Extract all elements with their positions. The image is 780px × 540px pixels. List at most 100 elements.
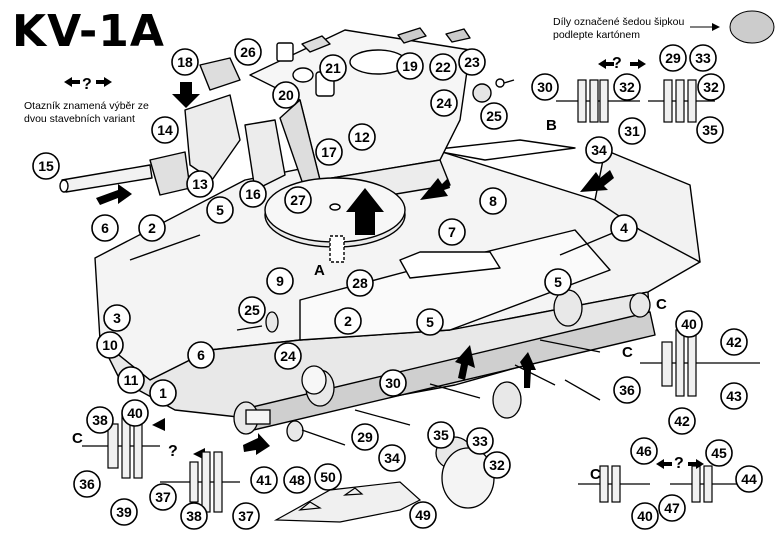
part-number-label: 36 — [79, 476, 95, 492]
part-callout-30: 30 — [531, 73, 559, 101]
part-callout-circle — [171, 48, 199, 76]
part-number-label: 42 — [726, 334, 742, 350]
part-number-label: 13 — [192, 176, 208, 192]
part-number-label: 5 — [216, 202, 224, 218]
part-callout-circle — [479, 187, 507, 215]
part-callout-47: 47 — [658, 494, 686, 522]
part-callout-29: 29 — [351, 423, 379, 451]
part-number-label: 7 — [448, 224, 456, 240]
part-callout-41: 41 — [250, 466, 278, 494]
part-callout-19: 19 — [396, 52, 424, 80]
part-callout-circle — [659, 44, 687, 72]
part-callout-circle — [351, 423, 379, 451]
part-callout-circle — [675, 310, 703, 338]
part-callout-circle — [149, 379, 177, 407]
part-callout-circle — [585, 136, 613, 164]
part-callout-circle — [250, 466, 278, 494]
part-callout-circle — [315, 138, 343, 166]
part-number-label: 1 — [159, 385, 167, 401]
part-callout-circle — [180, 502, 208, 530]
part-number-label: 33 — [472, 433, 488, 449]
part-callout-23: 23 — [458, 48, 486, 76]
part-callout-24: 24 — [430, 89, 458, 117]
part-number-label: 38 — [92, 412, 108, 428]
part-number-label: 24 — [280, 348, 296, 364]
part-callout-circle — [466, 427, 494, 455]
part-number-label: 15 — [38, 158, 54, 174]
part-number-label: 46 — [636, 443, 652, 459]
part-callout-circle — [272, 81, 300, 109]
part-callout-15: 15 — [32, 152, 60, 180]
part-callout-34: 34 — [378, 444, 406, 472]
part-callout-circle — [720, 382, 748, 410]
grey-arrow-note-line2: podlepte kartónem — [553, 29, 640, 41]
part-callout-circle — [430, 89, 458, 117]
model-title: KV-1A — [12, 6, 165, 57]
part-callout-10: 10 — [96, 331, 124, 359]
part-callout-circle — [91, 214, 119, 242]
part-callout-49: 49 — [409, 501, 437, 529]
section-label-C: C — [656, 296, 667, 313]
part-number-label: 32 — [619, 79, 635, 95]
part-callout-circle — [409, 501, 437, 529]
part-callout-22: 22 — [429, 53, 457, 81]
part-callout-circle — [416, 308, 444, 336]
part-callout-40: 40 — [121, 399, 149, 427]
part-callout-17: 17 — [315, 138, 343, 166]
part-callout-circle — [544, 268, 572, 296]
part-callout-2: 2 — [138, 214, 166, 242]
part-callout-circle — [427, 421, 455, 449]
part-number-label: 5 — [426, 314, 434, 330]
variant-question-mark: ? — [674, 455, 684, 472]
part-callout-circle — [438, 218, 466, 246]
part-number-label: 24 — [436, 95, 452, 111]
part-callout-40: 40 — [675, 310, 703, 338]
part-callout-circle — [429, 53, 457, 81]
part-callout-32: 32 — [483, 451, 511, 479]
part-callout-circle — [206, 196, 234, 224]
part-callout-6: 6 — [187, 341, 215, 369]
part-callout-6: 6 — [91, 214, 119, 242]
section-label-A: A — [314, 262, 325, 279]
part-callout-30: 30 — [379, 369, 407, 397]
part-callout-circle — [96, 331, 124, 359]
part-number-label: 4 — [620, 220, 628, 236]
part-callout-circle — [32, 152, 60, 180]
part-callout-circle — [274, 342, 302, 370]
part-number-label: 25 — [244, 302, 260, 318]
part-number-label: 27 — [290, 192, 306, 208]
part-number-label: 40 — [637, 508, 653, 524]
part-callout-11: 11 — [117, 366, 145, 394]
part-number-label: 2 — [148, 220, 156, 236]
part-callout-circle — [378, 444, 406, 472]
part-number-label: 29 — [665, 50, 681, 66]
part-callout-circle — [613, 73, 641, 101]
part-number-label: 43 — [726, 388, 742, 404]
part-callout-14: 14 — [151, 116, 179, 144]
part-callout-circle — [705, 439, 733, 467]
part-callout-circle — [86, 406, 114, 434]
part-callout-circle — [149, 483, 177, 511]
part-callout-38: 38 — [180, 502, 208, 530]
part-number-label: 26 — [240, 44, 256, 60]
part-callout-39: 39 — [110, 498, 138, 526]
part-number-label: 22 — [435, 59, 451, 75]
part-callout-circle — [696, 116, 724, 144]
part-callout-24: 24 — [274, 342, 302, 370]
part-callout-circle — [346, 269, 374, 297]
part-number-label: 20 — [278, 87, 294, 103]
variant-arrows-icon — [598, 59, 646, 69]
part-callout-31: 31 — [618, 117, 646, 145]
part-number-label: 10 — [102, 337, 118, 353]
part-number-label: 42 — [674, 413, 690, 429]
part-number-label: 30 — [537, 79, 553, 95]
part-callout-circle — [234, 38, 262, 66]
part-callout-33: 33 — [689, 44, 717, 72]
detail-B-axle-assembly — [556, 79, 715, 123]
part-callout-circle — [151, 116, 179, 144]
part-number-label: 2 — [344, 313, 352, 329]
part-number-label: 31 — [624, 123, 640, 139]
part-callout-35: 35 — [696, 116, 724, 144]
